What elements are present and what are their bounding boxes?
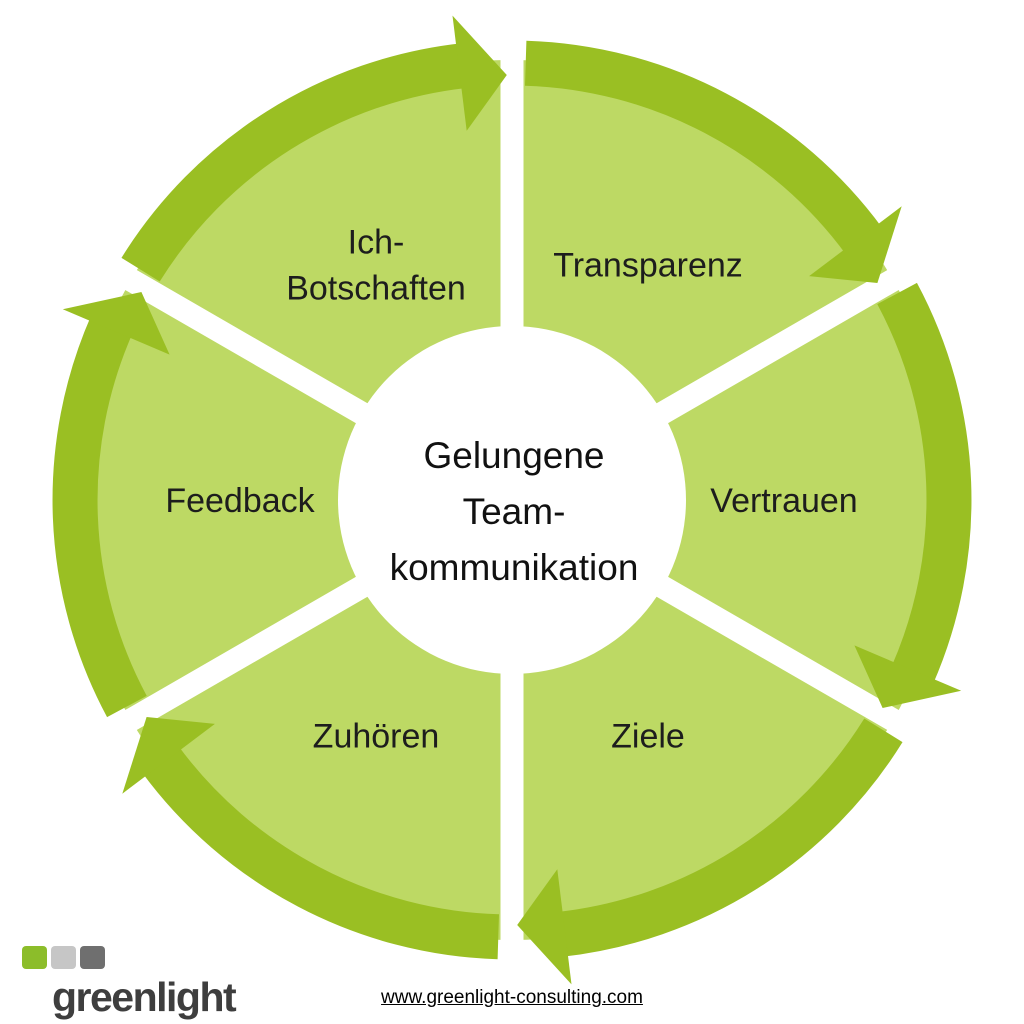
segment-vertrauen bbox=[512, 280, 953, 720]
logo-squares bbox=[22, 946, 235, 969]
logo-square-darkgray-icon bbox=[80, 946, 105, 969]
arrowhead-icon-ich-botschaften bbox=[452, 15, 507, 131]
arrow-arc-ziele bbox=[557, 718, 903, 957]
logo-wordmark: greenlight bbox=[52, 974, 237, 1020]
segment-label-transparenz: Transparenz bbox=[553, 246, 743, 284]
segment-label-vertrauen: Vertrauen bbox=[710, 482, 857, 520]
center-circle bbox=[338, 326, 686, 674]
greenlight-logo: greenlight bbox=[22, 946, 237, 1021]
arrow-arc-ich-botschaften bbox=[121, 43, 467, 282]
arrow-arc-zuhoeren bbox=[141, 745, 500, 960]
segment-label-feedback: Feedback bbox=[165, 482, 315, 520]
arrowhead-icon-vertrauen bbox=[854, 645, 962, 708]
arrow-arc-transparenz bbox=[524, 40, 883, 255]
logo-square-lightgray-icon bbox=[51, 946, 76, 969]
arrowhead-icon-zuhoeren bbox=[122, 717, 215, 794]
website-link[interactable]: www.greenlight-consulting.com bbox=[381, 987, 643, 1008]
logo-square-green-icon bbox=[22, 946, 47, 969]
segment-label-zuhoeren: Zuhören bbox=[313, 718, 440, 756]
arrowhead-icon-transparenz bbox=[809, 206, 902, 283]
arrowhead-icon-ziele bbox=[517, 869, 572, 985]
segment-feedback bbox=[71, 280, 512, 720]
segment-label-ich-botschaften: Ich-Botschaften bbox=[286, 223, 466, 307]
arrow-arc-feedback bbox=[52, 315, 147, 718]
segment-label-ziele: Ziele bbox=[611, 718, 685, 756]
arrow-arc-vertrauen bbox=[877, 282, 972, 685]
arrowhead-icon-feedback bbox=[62, 292, 170, 355]
